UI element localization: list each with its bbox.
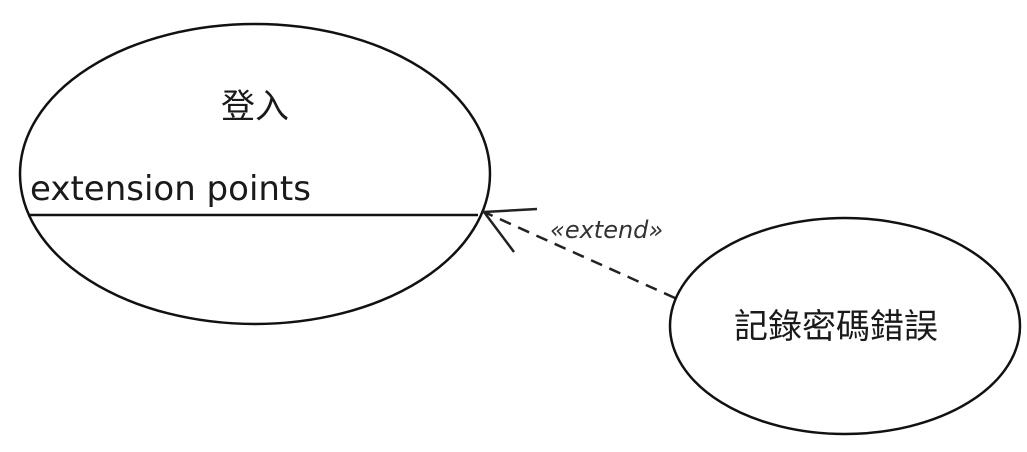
extend-dashed-line <box>483 210 676 300</box>
use-case-record-password-error-ellipse <box>668 216 1022 436</box>
use-case-login-name: 登入 <box>221 87 289 127</box>
extension-points-label: extension points <box>30 169 311 209</box>
extend-relationship[interactable]: «extend» <box>481 207 676 300</box>
use-case-login[interactable]: 登入 extension points <box>18 22 492 326</box>
extend-arrowhead <box>481 207 538 253</box>
use-case-login-ellipse <box>18 22 492 326</box>
use-case-record-password-error[interactable]: 記錄密碼錯誤 <box>668 216 1022 436</box>
use-case-record-password-error-name: 記錄密碼錯誤 <box>734 307 938 347</box>
extend-stereotype-label: «extend» <box>550 216 663 244</box>
